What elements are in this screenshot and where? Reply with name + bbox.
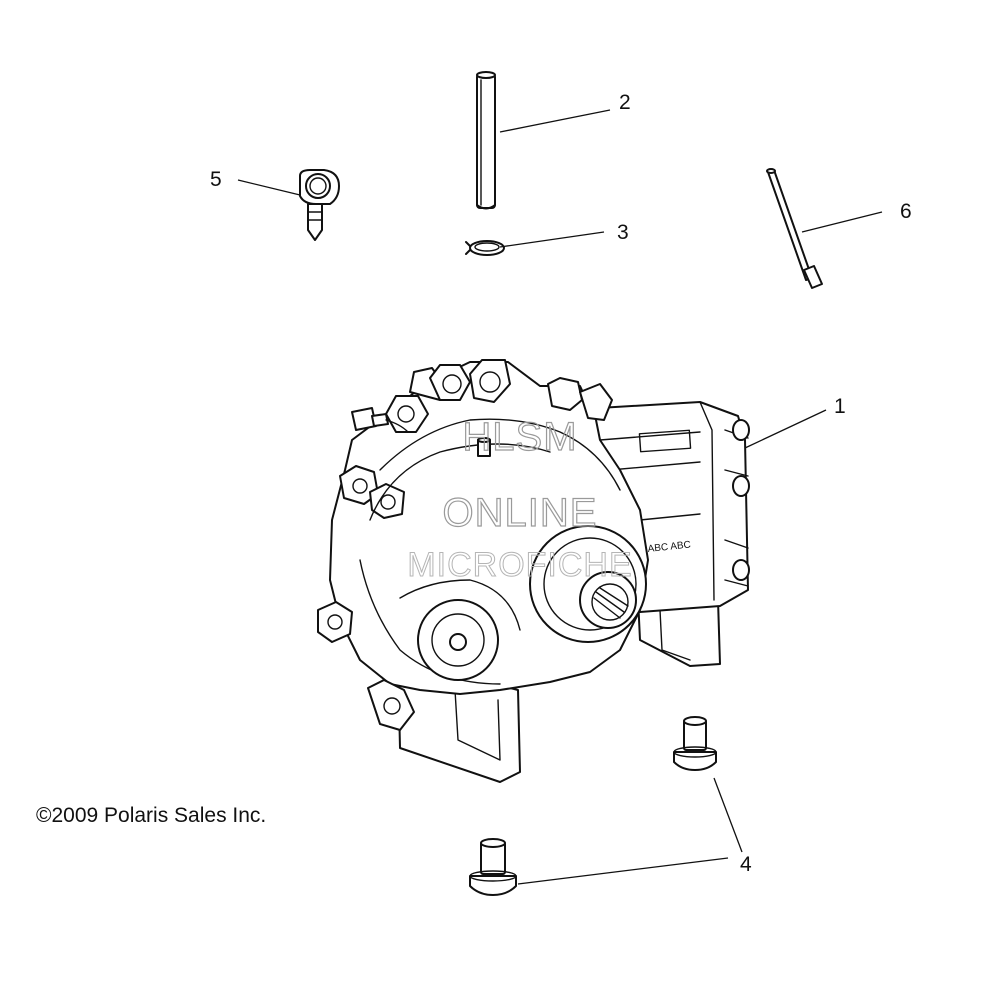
callout-3: 3 xyxy=(617,221,629,244)
leader-3 xyxy=(499,231,605,248)
copyright-notice: ©2009 Polaris Sales Inc. xyxy=(36,804,266,827)
watermark-line3: MICROFICHE xyxy=(407,546,632,584)
callout-6: 6 xyxy=(900,200,912,223)
leader-4a xyxy=(713,777,743,853)
callout-5: 5 xyxy=(210,168,222,191)
part-1-gearcase[interactable]: ABC ABC xyxy=(317,359,750,783)
callout-2: 2 xyxy=(619,91,631,114)
leader-2 xyxy=(499,109,611,133)
leader-lines xyxy=(237,109,883,885)
leader-4b xyxy=(517,857,729,885)
watermark: HLSM ONLINE MICROFICHE xyxy=(407,414,632,584)
svg-text:ABC ABC: ABC ABC xyxy=(647,540,691,555)
callout-1: 1 xyxy=(834,395,846,418)
watermark-line2: ONLINE xyxy=(443,491,598,535)
leader-6 xyxy=(801,211,883,233)
part-2-tube[interactable] xyxy=(476,71,496,210)
part-4-bolt-upper[interactable] xyxy=(673,716,717,771)
callouts: 1 2 3 4 5 6 xyxy=(210,91,912,876)
part-6-rod[interactable] xyxy=(766,168,823,289)
callout-4: 4 xyxy=(740,853,752,876)
part-4-bolt-lower[interactable] xyxy=(469,838,517,896)
part-5-vent-fitting[interactable] xyxy=(299,169,340,241)
part-3-clamp[interactable] xyxy=(465,240,505,256)
leader-1 xyxy=(744,409,827,449)
leader-5 xyxy=(237,179,301,196)
watermark-line1: HLSM xyxy=(462,415,577,459)
